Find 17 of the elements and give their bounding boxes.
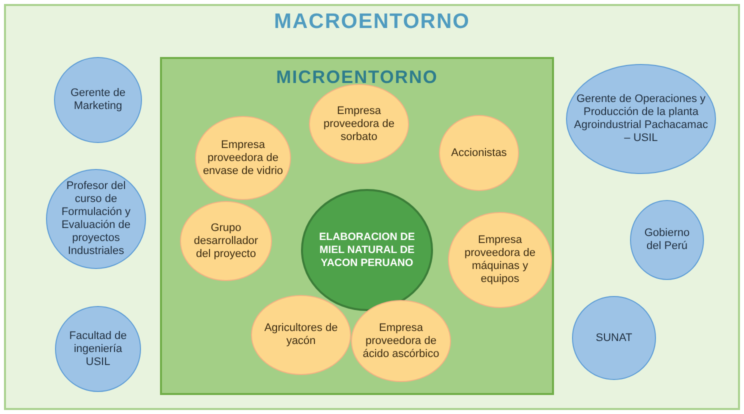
stakeholder-circle: Profesor del curso de Formulación y Evaluación de proyectos Industriales	[46, 169, 146, 269]
stakeholder-circle: Empresa proveedora de sorbato	[309, 84, 409, 164]
stakeholder-circle: Empresa proveedora de ácido ascórbico	[351, 300, 451, 382]
stakeholder-circle: Empresa proveedora de envase de vidrio	[195, 116, 291, 200]
stakeholder-circle: Gerente de Operaciones y Producción de la planta Agroindustrial Pachacamac – USIL	[566, 64, 716, 174]
stakeholder-circle: Empresa proveedora de máquinas y equipos	[448, 212, 552, 308]
stakeholder-circle: Agricultores de yacón	[251, 295, 351, 375]
stakeholder-circle: Facultad de ingeniería USIL	[55, 306, 141, 392]
stakeholder-circle: Accionistas	[439, 115, 519, 191]
central-circle: ELABORACION DE MIEL NATURAL DE YACON PERUANO	[301, 189, 433, 311]
stakeholder-circle: Grupo desarrollador del proyecto	[180, 201, 272, 281]
panel-title: MACROENTORNO	[274, 10, 470, 34]
stakeholder-circle: SUNAT	[572, 296, 656, 380]
stakeholder-circle: Gerente de Marketing	[54, 57, 142, 143]
inner-panel	[160, 57, 554, 395]
outer-panel	[4, 4, 740, 410]
stakeholder-circle: Gobierno del Perú	[630, 200, 704, 280]
